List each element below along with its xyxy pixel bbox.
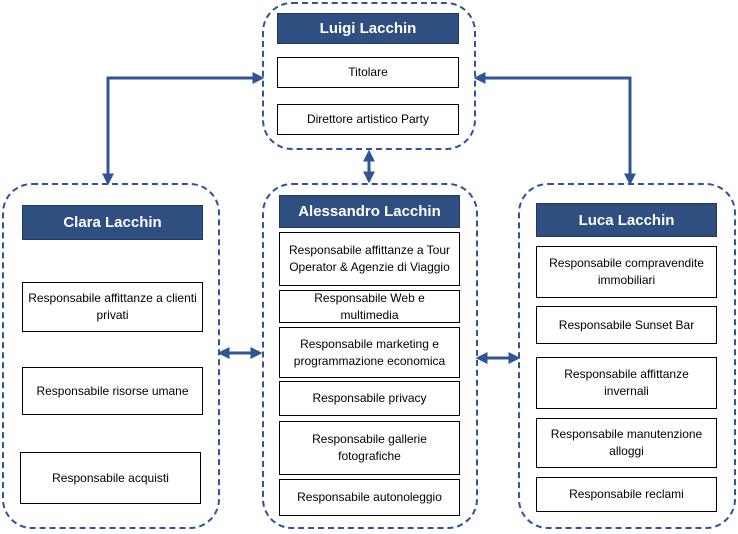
group-left: [2, 183, 220, 529]
center-role-1: Responsabile affittanze a Tour Operator …: [279, 232, 460, 286]
top-name: Luigi Lacchin: [277, 13, 459, 44]
left-role-3: Responsabile acquisti: [20, 452, 201, 504]
left-role-2: Responsabile risorse umane: [22, 367, 203, 415]
right-role-1: Responsabile compravendite immobiliari: [536, 246, 717, 298]
left-name: Clara Lacchin: [22, 205, 203, 240]
right-role-4: Responsabile manutenzione alloggi: [536, 418, 717, 468]
right-name: Luca Lacchin: [536, 203, 717, 237]
top-role-2: Direttore artistico Party: [277, 104, 459, 135]
center-role-2: Responsabile Web e multimedia: [279, 290, 460, 323]
arrow-top-to-left: [102, 72, 265, 186]
center-role-4: Responsabile privacy: [279, 381, 460, 416]
right-role-2: Responsabile Sunset Bar: [536, 306, 717, 344]
center-role-6: Responsabile autonoleggio: [279, 479, 460, 516]
left-role-1: Responsabile affittanze a clienti privat…: [22, 282, 203, 332]
arrow-top-to-right: [473, 72, 636, 186]
right-role-3: Responsabile affittanze invernali: [536, 357, 717, 409]
center-role-3: Responsabile marketing e programmazione …: [279, 327, 460, 378]
right-role-5: Responsabile reclami: [536, 477, 717, 512]
top-role-1: Titolare: [277, 57, 459, 88]
center-role-5: Responsabile gallerie fotografiche: [279, 421, 460, 475]
center-name: Alessandro Lacchin: [279, 195, 460, 228]
group-center: [262, 183, 478, 529]
group-right: [518, 183, 736, 529]
group-top: [262, 2, 476, 150]
